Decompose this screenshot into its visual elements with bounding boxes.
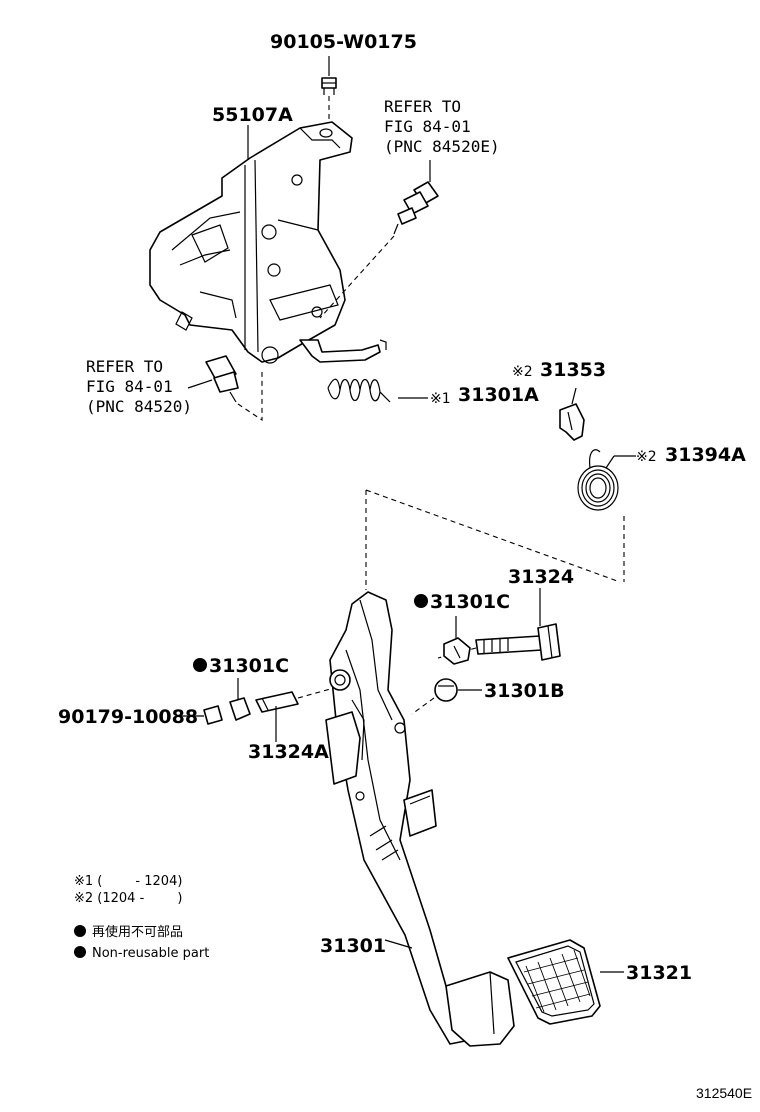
- stop-lamp-switch-drawing: [319, 160, 439, 319]
- pedal-pad-drawing: [507, 939, 624, 1025]
- label-collar: 31324A: [248, 741, 329, 763]
- bushing-drawing: [411, 678, 482, 715]
- legend-dot-en: [74, 946, 86, 958]
- label-refer-top-line3: (PNC 84520E): [384, 137, 500, 156]
- top-bolt-drawing: [321, 77, 337, 128]
- non-reusable-dot-right: [414, 594, 428, 608]
- figure-id: 312540E: [696, 1085, 752, 1101]
- label-nut-right: 31301C: [430, 591, 510, 613]
- label-pivot-bolt: 31324: [508, 566, 574, 588]
- label-return-spring: 31394A: [665, 444, 746, 466]
- note-non-reusable-jp: 再使用不可部品: [92, 924, 183, 940]
- mark-1-spring: ※1: [430, 391, 451, 407]
- coil-spring-drawing: [577, 449, 636, 582]
- label-bolt-top: 90105-W0175: [270, 31, 417, 53]
- label-refer-left-line3: (PNC 84520): [86, 397, 192, 416]
- left-switch-drawing: [187, 355, 263, 422]
- label-clip: 31353: [540, 359, 606, 381]
- note-non-reusable-en: Non-reusable part: [92, 946, 209, 961]
- label-pedal-pad: 31321: [626, 962, 692, 984]
- label-nut-left: 31301C: [209, 655, 289, 677]
- label-nut-small: 90179-10088: [58, 706, 198, 728]
- pedal-arm-drawing: [325, 591, 471, 1045]
- note-mark-1: ※1 ( - 1204): [74, 874, 182, 889]
- label-refer-top-line2: FIG 84-01: [384, 117, 471, 136]
- label-refer-left-line1: REFER TO: [86, 357, 163, 376]
- pedal-bracket-drawing: [149, 121, 387, 364]
- label-bushing: 31301B: [484, 680, 565, 702]
- assembly-dashed-guide: [365, 489, 621, 590]
- mark-2-clip: ※2: [512, 364, 533, 380]
- label-pedal-arm: 31301: [320, 935, 386, 957]
- pedal-foot-drawing: [445, 971, 515, 1047]
- label-refer-left-line2: FIG 84-01: [86, 377, 173, 396]
- legend-dot-jp: [74, 925, 86, 937]
- non-reusable-dot-left: [193, 658, 207, 672]
- tension-spring-drawing: [327, 378, 428, 403]
- mark-2-spring: ※2: [636, 449, 657, 465]
- nut-right-drawing: [443, 616, 471, 665]
- label-refer-top-line1: REFER TO: [384, 97, 461, 116]
- clip-drawing: [559, 387, 585, 441]
- label-spring: 31301A: [458, 384, 539, 406]
- left-fasteners-drawing: [176, 678, 335, 742]
- note-mark-2: ※2 (1204 - ): [74, 891, 182, 906]
- label-bracket: 55107A: [212, 104, 293, 126]
